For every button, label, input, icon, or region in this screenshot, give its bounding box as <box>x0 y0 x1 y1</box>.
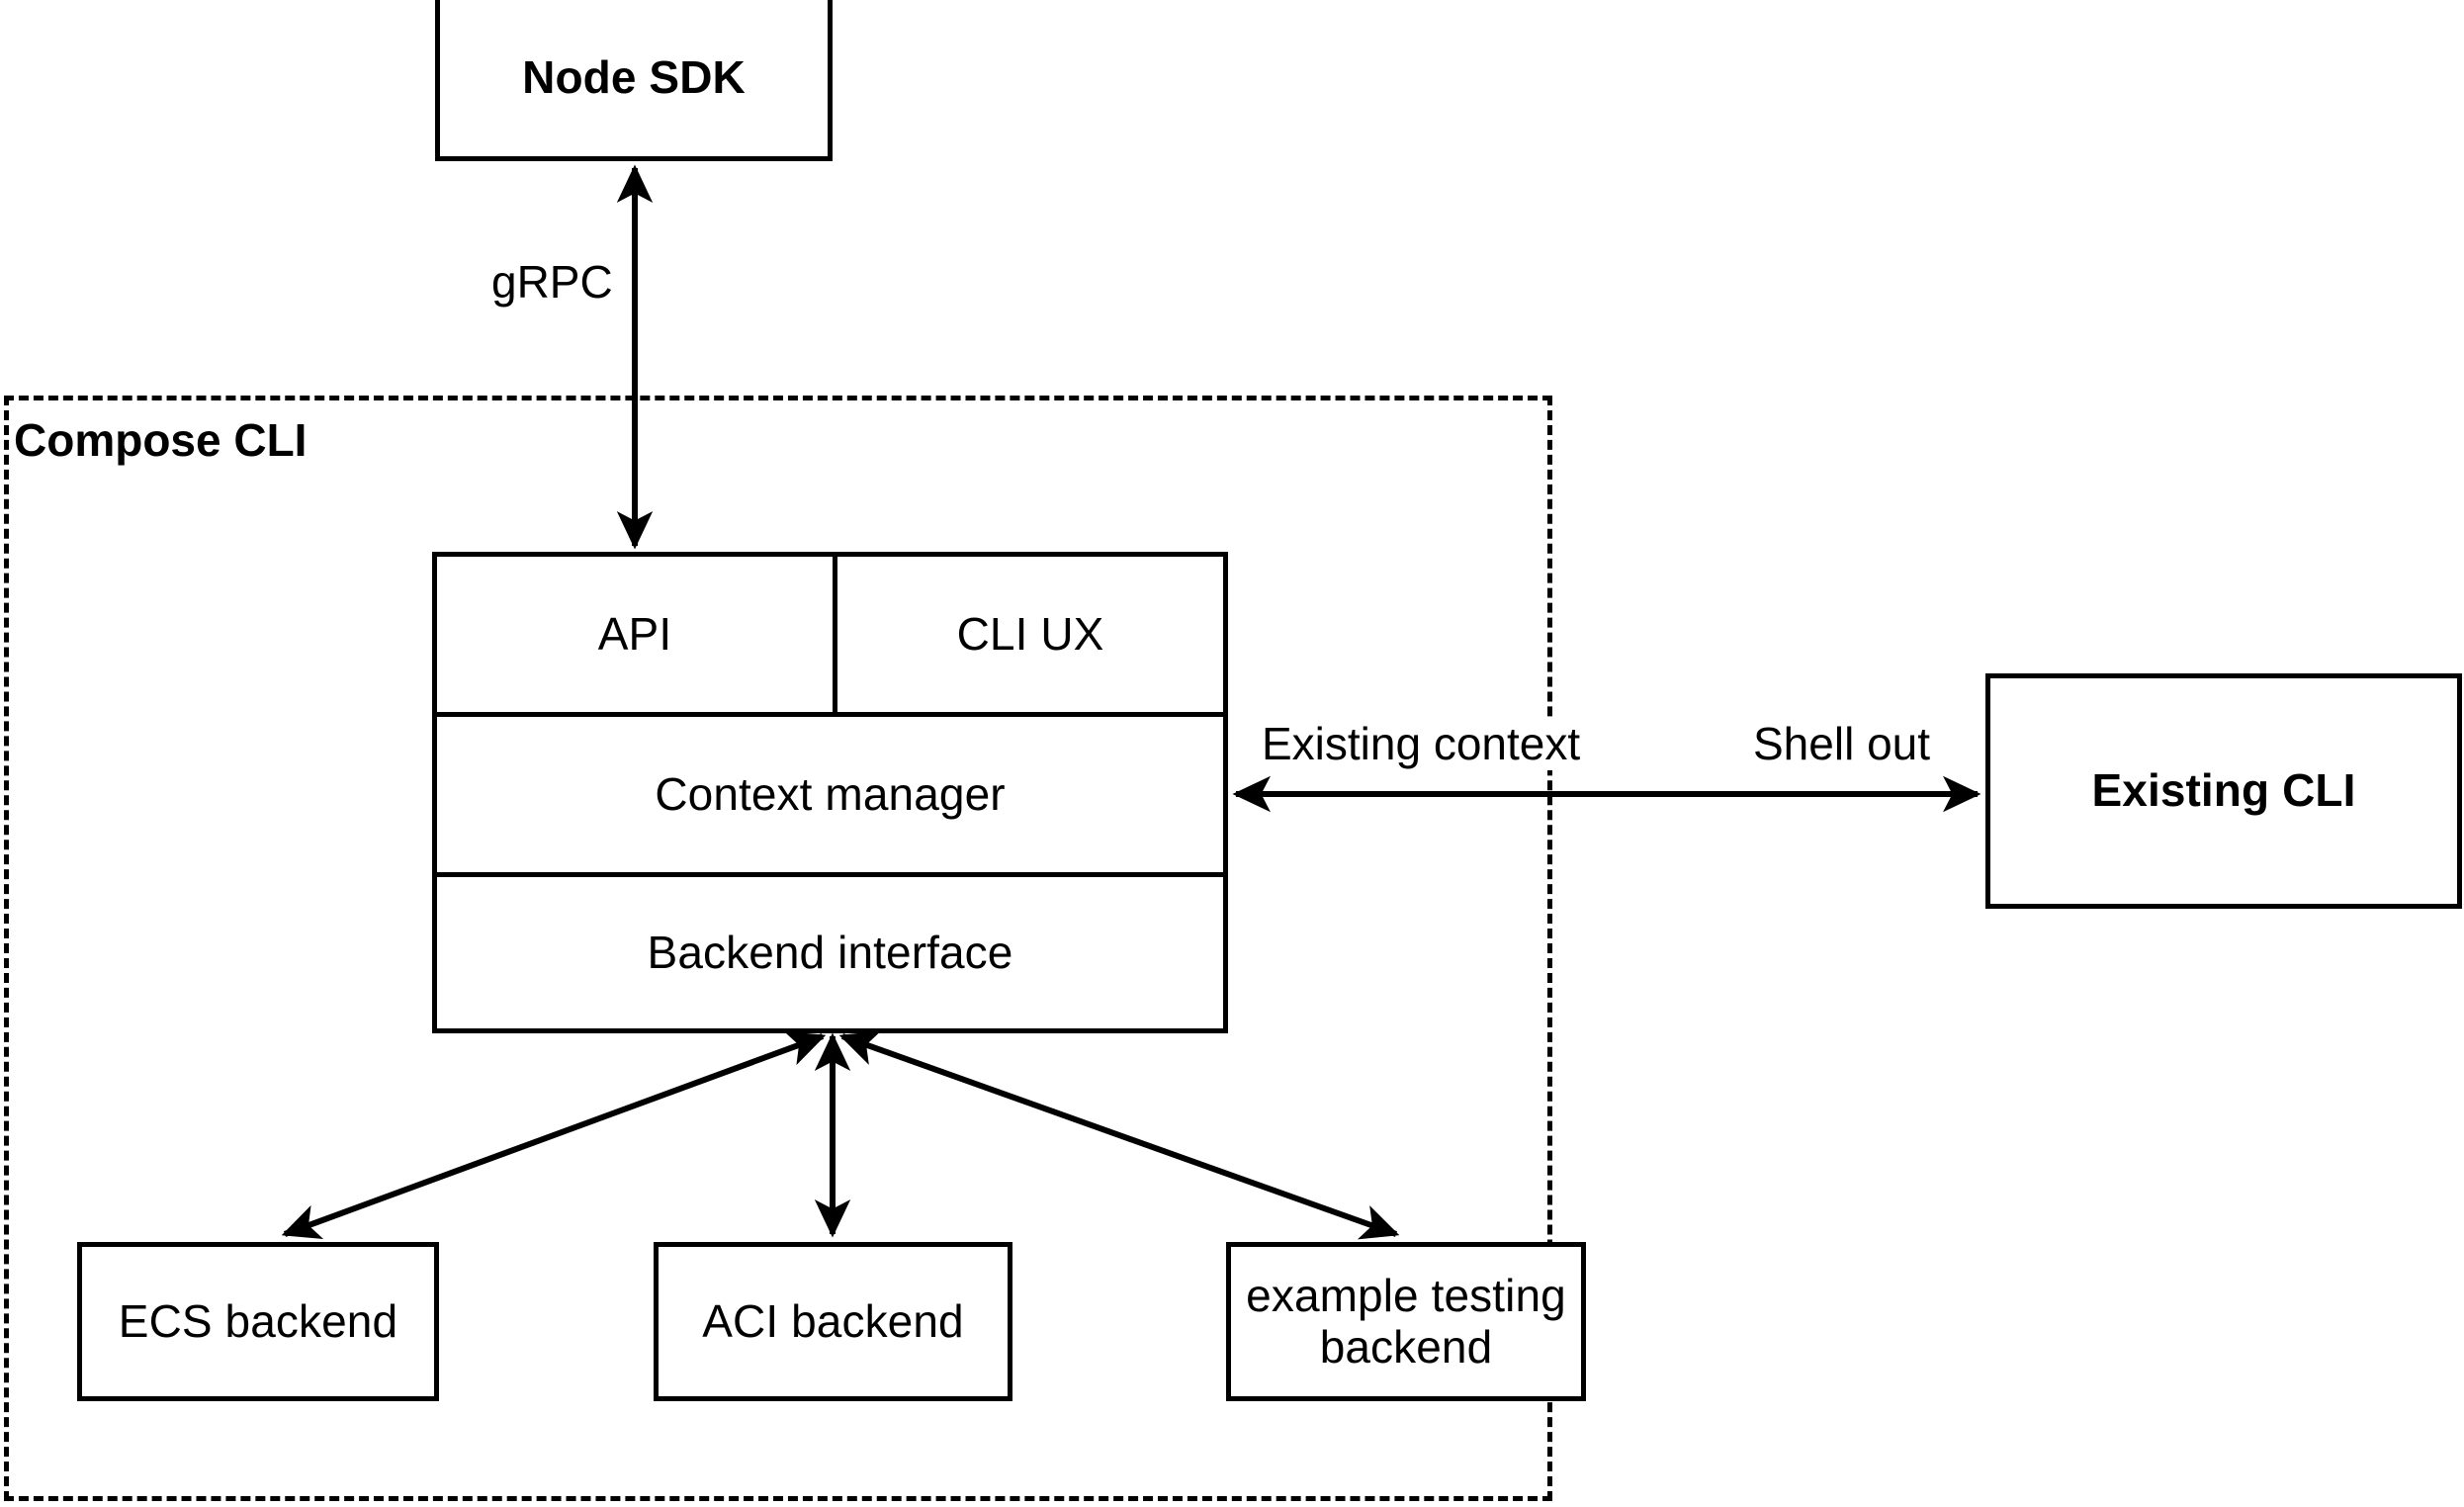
stack-cell-api[interactable]: API <box>437 557 833 712</box>
stack-cell-cli-ux-label: CLI UX <box>956 607 1104 660</box>
stack-cell-api-label: API <box>597 607 672 660</box>
edge-backend-example <box>838 1030 1400 1240</box>
node-existing-cli[interactable]: Existing CLI <box>1985 673 2462 909</box>
node-node-sdk-label: Node SDK <box>522 51 746 104</box>
node-example-testing-backend-label: example testing backend <box>1246 1269 1566 1373</box>
stack-cell-backend-interface-label: Backend interface <box>647 926 1013 978</box>
compose-cli-stack <box>432 552 1228 1033</box>
edge-label-existing-context: Existing context <box>1258 717 1585 770</box>
node-aci-backend[interactable]: ACI backend <box>654 1242 1012 1401</box>
stack-divider-context-backend <box>437 872 1223 877</box>
edge-label-shell-out: Shell out <box>1749 717 1935 770</box>
group-compose-cli <box>4 396 1552 1501</box>
node-ecs-backend-label: ECS backend <box>118 1294 398 1347</box>
stack-cell-backend-interface[interactable]: Backend interface <box>437 877 1223 1028</box>
node-node-sdk[interactable]: Node SDK <box>435 0 833 161</box>
stack-cell-context-manager[interactable]: Context manager <box>437 717 1223 872</box>
node-aci-backend-label: ACI backend <box>702 1294 964 1347</box>
node-example-testing-backend[interactable]: example testing backend <box>1226 1242 1586 1401</box>
edge-backend-ecs <box>281 1030 827 1240</box>
stack-cell-context-manager-label: Context manager <box>655 767 1006 820</box>
edge-label-grpc: gRPC <box>487 255 617 309</box>
stack-divider-api-context <box>437 712 1223 717</box>
group-compose-cli-title: Compose CLI <box>14 414 308 466</box>
node-existing-cli-label: Existing CLI <box>2091 764 2356 817</box>
stack-cell-cli-ux[interactable]: CLI UX <box>837 557 1223 712</box>
node-ecs-backend[interactable]: ECS backend <box>77 1242 439 1401</box>
stack-divider-api-cliux <box>833 557 837 712</box>
